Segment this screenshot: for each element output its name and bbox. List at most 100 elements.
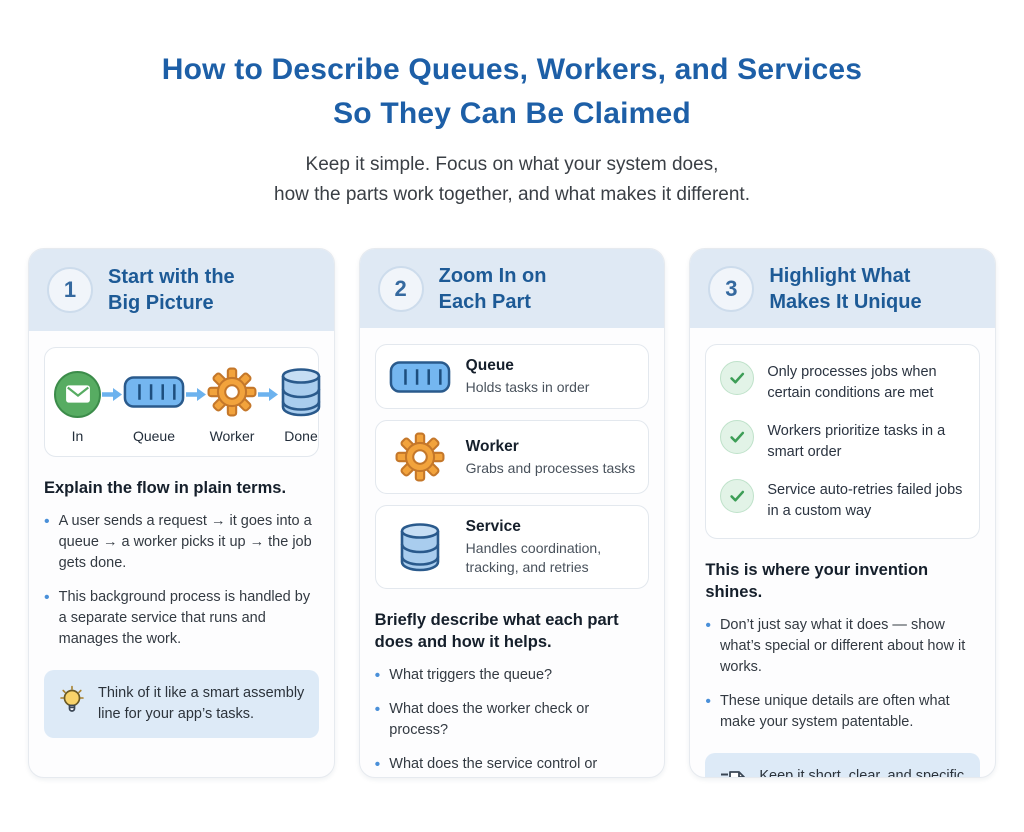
card-3-title: Highlight What Makes It Unique	[769, 263, 921, 315]
gear-icon	[388, 432, 452, 482]
queue-icon	[123, 375, 185, 414]
page-title-line2: So They Can Be Claimed	[333, 97, 691, 130]
checklist-text: Service auto-retries failed jobs in a cu…	[767, 482, 963, 519]
card-3-body: Only processes jobs when certain conditi…	[690, 328, 995, 778]
flow-label-queue: Queue	[132, 428, 176, 444]
card-2-header: 2 Zoom In on Each Part	[359, 249, 665, 328]
card-2-title-line2: Each Part	[438, 290, 531, 313]
part-item-service: Service Handles coordination, tracking, …	[374, 505, 650, 589]
part-item-texts: Worker Grabs and processes tasks	[466, 437, 636, 478]
flow-label-in: In	[71, 428, 84, 444]
card-1-title-line2: Big Picture	[108, 292, 214, 314]
bullet-text: What does the service control or manage?	[389, 756, 598, 772]
bullet-text: These unique details are often what make…	[719, 693, 950, 730]
card-3-title-line2: Makes It Unique	[769, 290, 922, 313]
flow-diagram: In	[44, 347, 321, 457]
card-1-title: Start with the Big Picture	[108, 264, 235, 316]
bullet-text: Don’t just say what it does — show what’…	[719, 617, 966, 675]
page-title: How to Describe Queues, Workers, and Ser…	[0, 48, 1024, 136]
bullet-item: What does the worker check or process?	[375, 699, 650, 741]
bullet-text: What triggers the queue?	[389, 667, 553, 683]
bullet-item: What does the service control or manage?	[375, 754, 650, 777]
flow-node-done-icon-slot	[279, 367, 323, 422]
checklist-item: Only processes jobs when certain conditi…	[720, 361, 965, 404]
card-2-title-line1: Zoom In on	[438, 264, 547, 287]
flow-node-in-icon-slot	[54, 368, 101, 420]
card-1-tip: Think of it like a smart assembly line f…	[44, 670, 319, 738]
card-3-heading: This is where your invention shines.	[705, 561, 929, 601]
checklist-text: Workers prioritize tasks in a smart orde…	[767, 423, 946, 460]
card-2-title: Zoom In on Each Part	[439, 263, 547, 315]
step-1-number-badge: 1	[47, 267, 93, 313]
unique-checklist: Only processes jobs when certain conditi…	[705, 344, 981, 539]
card-3-tip: Keep it short, clear, and specific — jus…	[705, 753, 981, 778]
bullet-item: This background process is handled by a …	[44, 587, 319, 650]
flow-label-worker: Worker	[209, 428, 255, 444]
lightbulb-icon	[58, 683, 86, 717]
checklist-item: Workers prioritize tasks in a smart orde…	[720, 420, 965, 463]
gear-icon	[207, 367, 257, 422]
card-1-bullets: A user sends a request → it goes into a …	[44, 511, 319, 650]
check-icon	[720, 479, 755, 513]
card-1-heading: Explain the flow in plain terms.	[44, 479, 287, 497]
card-1-tip-text: Think of it like a smart assembly line f…	[98, 685, 305, 722]
step-3-number-badge: 3	[708, 265, 755, 312]
check-icon	[720, 420, 755, 454]
card-1-title-line1: Start with the	[108, 266, 235, 288]
card-2-body: Queue Holds tasks in order	[360, 328, 665, 777]
check-icon	[720, 361, 755, 395]
card-1-header: 1 Start with the Big Picture	[29, 249, 334, 331]
flow-arrow-icon	[185, 387, 207, 407]
page-title-line1: How to Describe Queues, Workers, and Ser…	[161, 53, 863, 86]
flow-node-worker: Worker	[207, 367, 257, 444]
part-name: Queue	[465, 357, 514, 374]
part-item-texts: Service Handles coordination, tracking, …	[466, 517, 637, 577]
mail-icon	[54, 370, 101, 418]
bullet-text: This background process is handled by a …	[58, 589, 311, 647]
flow-arrow-icon	[101, 387, 123, 407]
part-desc: Handles coordination, tracking, and retr…	[465, 540, 602, 575]
part-desc: Grabs and processes tasks	[465, 459, 636, 476]
part-name: Service	[465, 518, 521, 535]
bullet-item: These unique details are often what make…	[705, 691, 980, 733]
card-step-1: 1 Start with the Big Picture	[28, 248, 335, 778]
card-3-header: 3 Highlight What Makes It Unique	[690, 249, 996, 328]
card-3-bullets: Don’t just say what it does — show what’…	[705, 615, 980, 733]
part-item-worker: Worker Grabs and processes tasks	[374, 420, 650, 494]
card-3-tip-text: Keep it short, clear, and specific — jus…	[759, 768, 965, 778]
bullet-text: A user sends a request → it goes into a …	[58, 513, 312, 571]
flow-node-in: In	[54, 368, 101, 444]
page-subtitle-line1: Keep it simple. Focus on what your syste…	[305, 154, 719, 175]
queue-icon	[388, 360, 452, 394]
flow-node-queue-icon-slot	[123, 368, 185, 420]
page-subtitle: Keep it simple. Focus on what your syste…	[0, 150, 1024, 210]
flow-row: In	[54, 367, 321, 444]
card-step-2: 2 Zoom In on Each Part	[358, 248, 666, 778]
database-icon	[279, 367, 323, 422]
card-2-bullets: What triggers the queue? What does the w…	[375, 665, 650, 777]
bullet-item: Don’t just say what it does — show what’…	[705, 615, 980, 678]
card-step-3: 3 Highlight What Makes It Unique Only pr…	[689, 248, 997, 778]
bullet-item: What triggers the queue?	[375, 665, 650, 686]
card-2-heading: Briefly describe what each part does and…	[374, 611, 619, 651]
database-icon	[388, 522, 452, 572]
bullet-text: What does the worker check or process?	[389, 701, 590, 738]
steps-row: 1 Start with the Big Picture	[0, 248, 1024, 778]
bullet-item: A user sends a request → it goes into a …	[44, 511, 319, 574]
part-name: Worker	[465, 437, 519, 455]
card-1-body: In	[29, 331, 334, 752]
flow-label-done: Done	[284, 428, 318, 444]
flow-node-worker-icon-slot	[207, 367, 257, 422]
card-3-title-line1: Highlight What	[769, 264, 911, 287]
part-item-texts: Queue Holds tasks in order	[466, 356, 590, 397]
step-2-number-badge: 2	[377, 265, 424, 312]
flow-arrow-icon	[257, 387, 279, 407]
document-icon	[719, 766, 747, 777]
page-header: How to Describe Queues, Workers, and Ser…	[0, 0, 1024, 210]
part-item-queue: Queue Holds tasks in order	[374, 344, 650, 409]
part-list: Queue Holds tasks in order	[374, 344, 650, 589]
part-desc: Holds tasks in order	[465, 379, 590, 395]
checklist-text: Only processes jobs when certain conditi…	[767, 364, 937, 401]
checklist-item: Service auto-retries failed jobs in a cu…	[720, 479, 965, 522]
flow-node-queue: Queue	[123, 368, 185, 444]
